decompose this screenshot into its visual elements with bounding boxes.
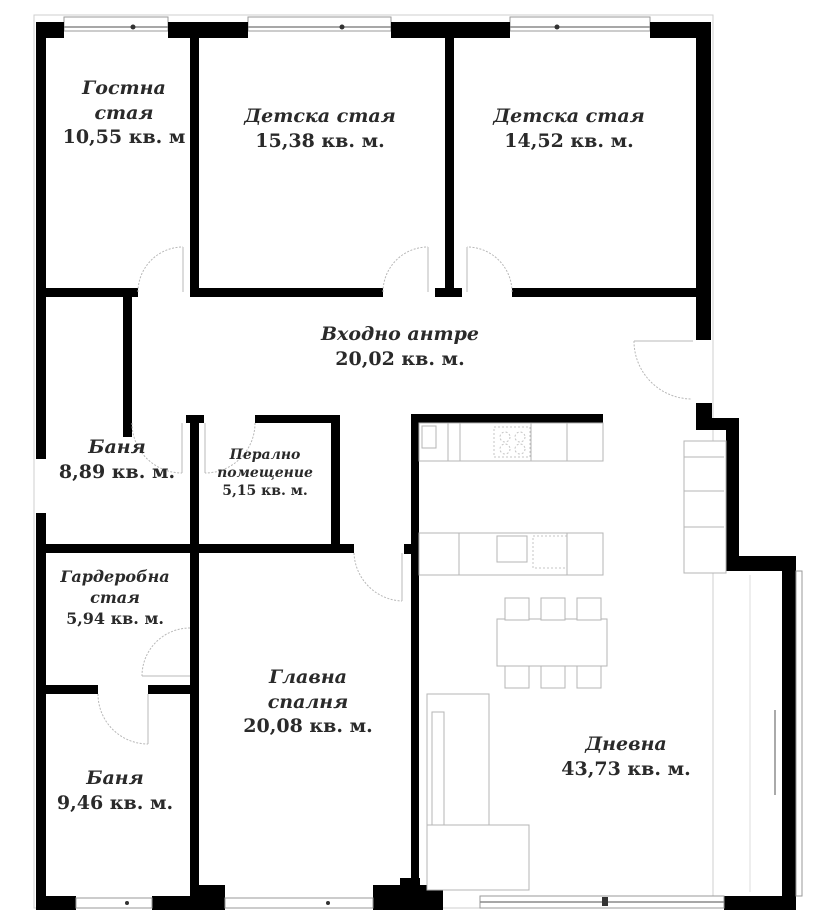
window-top-guest [63,16,169,32]
fridge-column [683,440,727,574]
window-bottom-living [479,895,725,909]
door-bathroom-1 [131,422,183,474]
dining-table [496,597,608,689]
room-label-bathroom-2: Баня 9,46 кв. м. [57,766,173,815]
room-name: Входно антре [320,323,480,345]
room-name: Гостна [82,77,166,99]
room-label-wardrobe-room: Гардеробна стая 5,94 кв. м. [60,567,169,629]
door-guest-room [137,246,184,293]
room-name: Баня [88,436,146,458]
room-label-kids-room-2: Детска стая 14,52 кв. м. [493,104,645,153]
door-wardrobe [141,627,191,677]
room-area: 8,89 кв. м. [58,460,176,483]
room-name: Главна [269,666,347,688]
room-area: 10,55 кв. м [62,126,186,149]
sink-icon [496,535,528,563]
door-bathroom-2 [97,693,149,745]
room-area: 20,08 кв. м. [243,715,373,738]
room-area: 43,73 кв. м. [561,757,691,780]
room-name: Перално [229,447,301,463]
room-label-laundry-room: Перално помещение 5,15 кв. м. [217,446,313,501]
room-name: помещение [217,465,313,482]
room-name: Детска стая [244,105,396,127]
room-area: 5,94 кв. м. [66,608,164,628]
room-area: 5,15 кв. м. [222,483,308,500]
window-top-kids1 [247,16,392,32]
room-name: Гардеробна [60,567,170,586]
room-area: 14,52 кв. м. [504,129,634,152]
room-area: 9,46 кв. м. [56,791,174,814]
room-label-living-room: Дневна 43,73 кв. м. [561,732,690,781]
room-label-kids-room-1: Детска стая 15,38 кв. м. [244,104,396,153]
window-bottom-master [224,897,374,909]
room-name: спалня [267,690,349,713]
room-area: 15,38 кв. м. [255,129,385,152]
room-label-master-bedroom: Главна спалня 20,08 кв. м. [243,665,372,739]
door-entrance [633,340,693,400]
door-kids-room-2 [466,246,513,293]
door-laundry [204,422,256,474]
room-label-guest-room: Гостна стая 10,55 кв. м [63,76,186,150]
door-kids-room-1 [382,246,429,293]
kitchen-island [418,532,604,576]
sofa [426,693,530,891]
room-name: Дневна [585,733,667,755]
room-name: Детска стая [493,105,645,127]
kitchen-top-counter [418,422,604,462]
cooktop-icon [493,426,531,458]
window-right-living [795,570,803,897]
door-master-bedroom [353,552,403,602]
window-bottom-bath2 [75,897,153,909]
room-name: Баня [86,767,144,789]
room-label-entrance-hall: Входно антре 20,02 кв. м. [321,322,479,371]
walls [36,22,796,910]
room-label-bathroom-1: Баня 8,89 кв. м. [59,435,175,484]
room-name: стая [94,101,154,124]
room-name: стая [90,587,140,607]
window-top-kids2 [509,16,651,32]
room-area: 20,02 кв. м. [335,347,465,370]
